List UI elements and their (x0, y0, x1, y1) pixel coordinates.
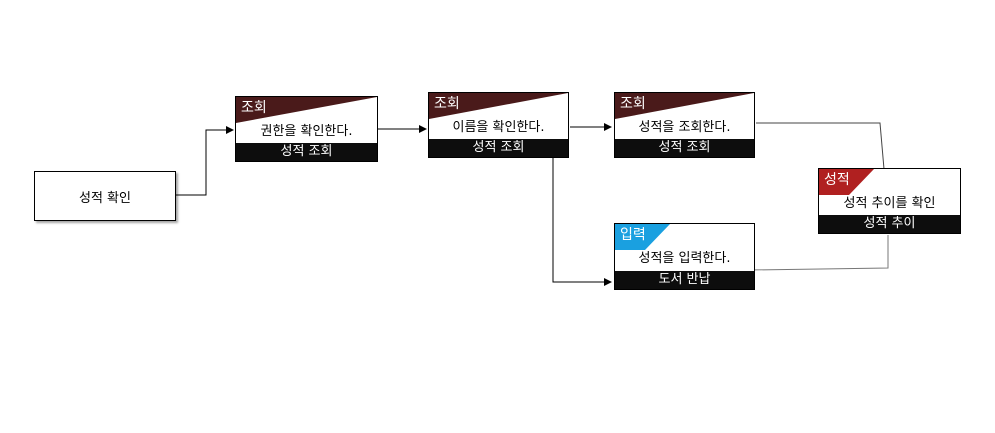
node-footer: 성적 조회 (429, 139, 568, 157)
node-description: 권한을 확인한다. (260, 124, 353, 139)
tag-banner (236, 97, 377, 123)
connector-node2-to-node4 (552, 158, 612, 286)
process-node-4[interactable]: 입력 성적을 입력한다. 도서 반납 (614, 223, 755, 290)
connector-node5-to-node4 (749, 235, 889, 271)
tag-banner (615, 93, 754, 119)
process-node-3[interactable]: 조회 성적을 조회한다. 성적 조회 (614, 92, 755, 158)
node-footer: 도서 반납 (615, 271, 754, 289)
node-footer: 성적 조회 (615, 139, 754, 157)
node-description: 성적을 조회한다. (638, 120, 731, 135)
node-tag: 조회 (241, 100, 267, 116)
node-description: 이름을 확인한다. (452, 120, 545, 135)
node-footer: 성적 조회 (236, 143, 377, 161)
tag-banner (615, 224, 670, 250)
start-node-label: 성적 확인 (79, 190, 131, 206)
connector-node3-to-node5 (756, 122, 885, 170)
start-node[interactable]: 성적 확인 (34, 171, 176, 221)
process-node-1[interactable]: 조회 권한을 확인한다. 성적 조회 (235, 96, 378, 162)
tag-banner (429, 93, 568, 119)
node-tag: 조회 (434, 96, 460, 112)
process-node-2[interactable]: 조회 이름을 확인한다. 성적 조회 (428, 92, 569, 158)
connector-start-to-node1 (176, 126, 234, 196)
node-tag: 조회 (620, 96, 646, 112)
node-description: 성적을 입력한다. (638, 251, 731, 266)
node-tag: 입력 (620, 227, 646, 243)
node-description: 성적 추이를 확인 (843, 196, 936, 211)
node-tag: 성적 (824, 172, 850, 188)
node-footer: 성적 추이 (819, 215, 960, 233)
process-node-5[interactable]: 성적 성적 추이를 확인 성적 추이 (818, 168, 961, 234)
tag-banner (819, 169, 874, 195)
